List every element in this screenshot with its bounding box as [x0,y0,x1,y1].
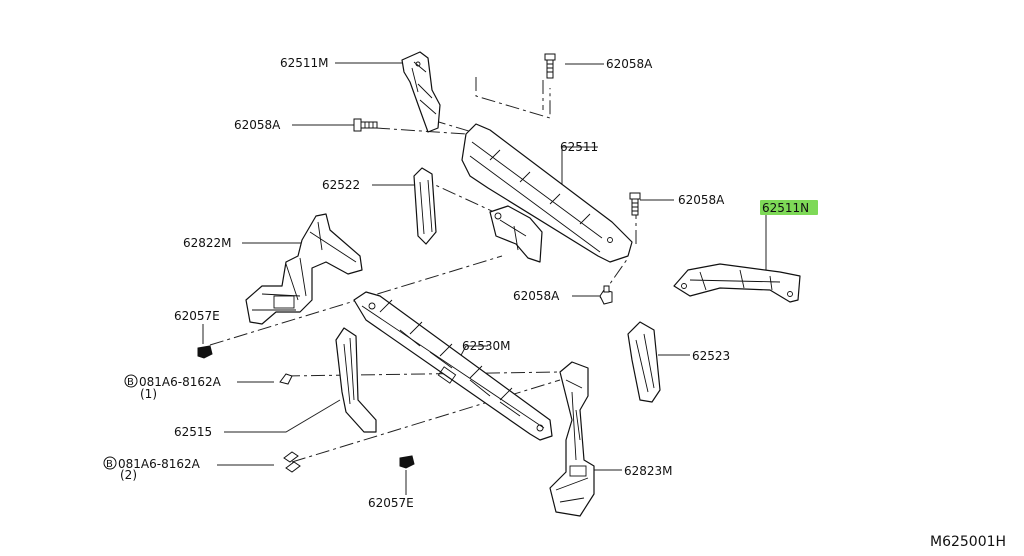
lower-support-62530M [353,291,553,441]
bolt-62058A-left [353,118,378,132]
callout-labels: 62511M 62058A 62058A 62511 62522 62058A … [103,56,1006,550]
leader-lines [202,62,767,495]
highlight-62511N [760,200,818,215]
label-bolt2-code: 081A6-8162A [118,457,201,471]
bolt-marker-2: B [106,459,113,470]
label-62057E-bottom: 62057E [368,496,414,510]
bracket-62511N [673,263,801,303]
air-guide-62822M [245,213,363,325]
bolt-62058A-mid [599,285,613,305]
clip-62057E-left [197,345,213,359]
label-bolt1-qty: (1) [140,387,157,401]
label-62058A-top: 62058A [606,57,653,71]
label-62530M: 62530M [462,339,511,353]
stay-62522 [413,167,437,245]
bolt-081A6-lower [283,451,301,473]
label-62823M: 62823M [624,464,673,478]
label-62511M: 62511M [280,56,329,70]
diagram-reference: M625001H [930,534,1006,550]
stay-62515 [335,327,377,433]
label-bolt1-code: 081A6-8162A [139,375,222,389]
bolt-081A6-upper [279,373,293,385]
label-62058A-left: 62058A [234,118,281,132]
label-62058A-right: 62058A [678,193,725,207]
bolt-marker-circle-2 [103,456,117,470]
bolt-62058A-right [629,192,641,216]
label-62511N: 62511N [762,201,809,215]
bolt-marker-circle-1 [124,374,138,388]
air-guide-62823M [549,361,595,517]
upper-support-62511 [461,123,633,263]
clip-62057E-bottom [399,455,415,469]
bolt-marker-1: B [127,377,134,388]
label-62511: 62511 [560,140,598,154]
bolt-62058A-top [544,53,556,79]
label-62822M: 62822M [183,236,232,250]
label-62522: 62522 [322,178,360,192]
label-bolt2-qty: (2) [120,468,137,482]
stay-62523 [627,321,661,403]
label-62058A-mid: 62058A [513,289,560,303]
label-62523: 62523 [692,349,730,363]
label-62515: 62515 [174,425,212,439]
bracket-62511M [401,51,441,133]
label-62057E-left: 62057E [174,309,220,323]
